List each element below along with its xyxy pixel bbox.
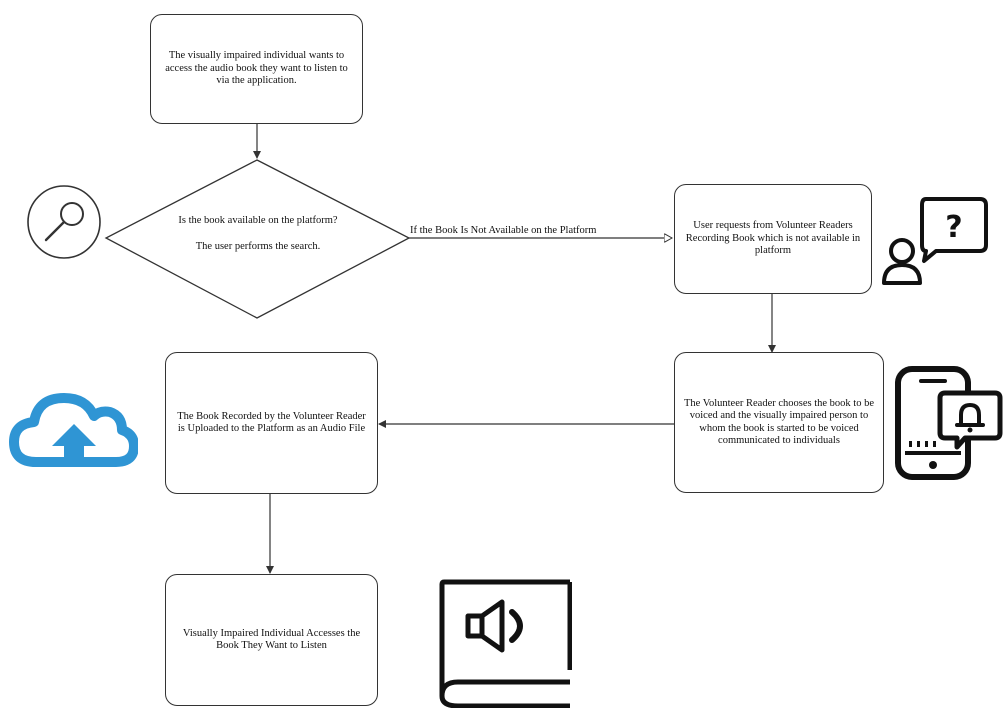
decision-node-text: Is the book available on the platform? T… — [122, 214, 394, 253]
magnifier-icon — [27, 185, 101, 259]
svg-text:?: ? — [945, 210, 962, 245]
request-node-text: User requests from Volunteer Readers Rec… — [685, 220, 861, 257]
decision-diamond — [104, 159, 411, 319]
user-question-icon: ? — [882, 197, 988, 285]
decision-action: The user performs the search. — [195, 241, 321, 252]
decision-question: Is the book available on the platform? — [178, 215, 338, 226]
access-node: Visually Impaired Individual Accesses th… — [165, 574, 378, 706]
cloud-upload-icon — [9, 393, 138, 467]
request-node: User requests from Volunteer Readers Rec… — [674, 184, 872, 294]
not-available-label: If the Book Is Not Available on the Plat… — [410, 224, 597, 237]
access-node-text: Visually Impaired Individual Accesses th… — [182, 627, 361, 652]
volunteer-node: The Volunteer Reader chooses the book to… — [674, 352, 884, 493]
audiobook-speaker-icon — [439, 579, 572, 708]
start-node-text: The visually impaired individual wants t… — [165, 50, 348, 87]
volunteer-node-text: The Volunteer Reader chooses the book to… — [683, 397, 875, 447]
start-node: The visually impaired individual wants t… — [150, 14, 363, 124]
upload-node: The Book Recorded by the Volunteer Reade… — [165, 352, 378, 494]
upload-node-text: The Book Recorded by the Volunteer Reade… — [177, 410, 366, 435]
phone-notification-icon — [895, 366, 1003, 480]
